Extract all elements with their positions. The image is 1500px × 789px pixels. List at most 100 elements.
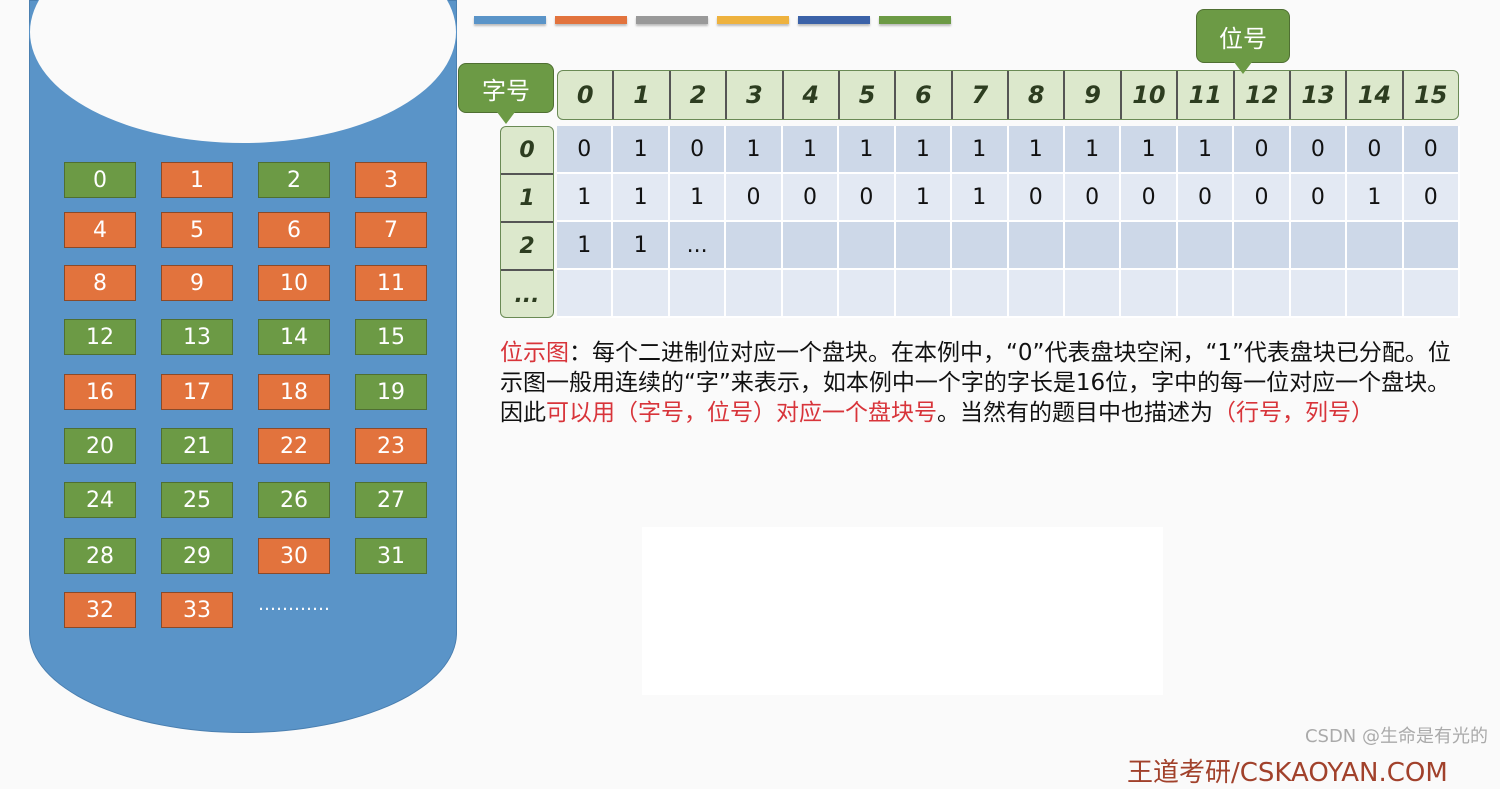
disk-block: 21 bbox=[161, 428, 233, 464]
disk-block: 6 bbox=[258, 212, 330, 248]
disk-block: 8 bbox=[64, 265, 136, 301]
disk-block: 12 bbox=[64, 319, 136, 355]
disk-block: 19 bbox=[355, 374, 427, 410]
bit-cell: 0 bbox=[839, 174, 896, 222]
disk-block: 5 bbox=[161, 212, 233, 248]
bit-cell: 1 bbox=[895, 174, 953, 222]
bit-cell bbox=[895, 270, 953, 318]
bit-header-cell: 2 bbox=[671, 71, 728, 119]
desc-text: ：每个二进制位对应一个盘块。在本例中，“0”代表盘块空闲，“1”代表盘块已分配。… bbox=[500, 340, 1451, 426]
bit-cell: 0 bbox=[1290, 174, 1348, 222]
bit-cell bbox=[726, 222, 783, 270]
bitmap-description: 位示图：每个二进制位对应一个盘块。在本例中，“0”代表盘块空闲，“1”代表盘块已… bbox=[500, 338, 1460, 428]
disk-block: 27 bbox=[355, 482, 427, 518]
legend-bar bbox=[636, 16, 708, 24]
more-blocks-ellipsis: ………… bbox=[258, 594, 330, 615]
bit-cell bbox=[1008, 222, 1065, 270]
legend-bar bbox=[555, 16, 627, 24]
legend-bar bbox=[717, 16, 789, 24]
bit-cell bbox=[1177, 270, 1235, 318]
disk-block: 25 bbox=[161, 482, 233, 518]
disk-block: 29 bbox=[161, 538, 233, 574]
bit-cell bbox=[952, 270, 1009, 318]
disk-block: 14 bbox=[258, 319, 330, 355]
bit-cell: 1 bbox=[557, 222, 614, 270]
bit-cell: 1 bbox=[1064, 126, 1122, 174]
bit-cell: 0 bbox=[1234, 174, 1291, 222]
bit-cell: 0 bbox=[669, 126, 727, 174]
bit-cell bbox=[1347, 222, 1404, 270]
disk-block: 3 bbox=[355, 162, 427, 198]
bit-header-cell: 1 bbox=[614, 71, 671, 119]
bit-cell: 1 bbox=[952, 126, 1009, 174]
bit-cell: 1 bbox=[613, 126, 670, 174]
blank-panel bbox=[642, 527, 1163, 695]
bit-cell: 1 bbox=[669, 174, 727, 222]
disk-block: 18 bbox=[258, 374, 330, 410]
bit-cell: 1 bbox=[613, 222, 670, 270]
disk-block: 33 bbox=[161, 592, 233, 628]
bit-header-cell: 13 bbox=[1291, 71, 1348, 119]
legend-bar bbox=[474, 16, 546, 24]
bit-cell: 0 bbox=[557, 126, 614, 174]
word-number-callout: 字号 bbox=[458, 63, 554, 124]
bit-cell bbox=[1347, 270, 1404, 318]
bit-cell: 1 bbox=[952, 174, 1009, 222]
bit-header-cell: 15 bbox=[1414, 81, 1448, 109]
disk-block: 16 bbox=[64, 374, 136, 410]
bit-cell: 1 bbox=[557, 174, 614, 222]
bit-cell: 1 bbox=[839, 126, 896, 174]
disk-block: 31 bbox=[355, 538, 427, 574]
bit-header-cell: 9 bbox=[1065, 71, 1122, 119]
bit-cell: ... bbox=[669, 222, 727, 270]
bit-cell bbox=[1064, 270, 1122, 318]
bit-cell bbox=[1008, 270, 1065, 318]
bit-header-cell: 14 bbox=[1347, 71, 1404, 119]
bit-header-cell: 10 bbox=[1122, 71, 1179, 119]
disk-block: 7 bbox=[355, 212, 427, 248]
bit-header-cell: 5 bbox=[840, 71, 897, 119]
word-row-label: ... bbox=[514, 282, 540, 308]
bit-cell: 0 bbox=[1008, 174, 1065, 222]
bit-header-cell: 4 bbox=[784, 71, 840, 119]
bit-cell: 1 bbox=[726, 126, 783, 174]
word-row-label: 1 bbox=[501, 175, 553, 223]
bit-cell bbox=[1064, 222, 1122, 270]
bit-cell: 1 bbox=[782, 126, 840, 174]
term: 位示图 bbox=[500, 340, 569, 366]
disk-block: 1 bbox=[161, 162, 233, 198]
disk-block: 11 bbox=[355, 265, 427, 301]
bit-cell: 1 bbox=[1177, 126, 1235, 174]
disk-block: 32 bbox=[64, 592, 136, 628]
bit-cell bbox=[895, 222, 953, 270]
highlight-row-col: （行号，列号） bbox=[1213, 400, 1374, 426]
bit-cell bbox=[1403, 222, 1460, 270]
bit-header-cell: 0 bbox=[558, 71, 615, 119]
disk-block: 17 bbox=[161, 374, 233, 410]
bit-cell: 0 bbox=[1290, 126, 1348, 174]
bit-cell bbox=[669, 270, 727, 318]
disk-block: 28 bbox=[64, 538, 136, 574]
bit-header-cell: 3 bbox=[727, 71, 784, 119]
bit-cell bbox=[1234, 270, 1291, 318]
bit-cell bbox=[839, 222, 896, 270]
bit-cell bbox=[557, 270, 614, 318]
bitmap-row bbox=[557, 270, 1460, 318]
word-row-label: 0 bbox=[501, 127, 553, 175]
brand-footer: 王道考研/CSKAOYAN.COM bbox=[1127, 758, 1448, 788]
bit-cell bbox=[1234, 222, 1291, 270]
bit-header-cell: 12 bbox=[1235, 71, 1291, 119]
bit-cell bbox=[613, 270, 670, 318]
bit-cell: 0 bbox=[726, 174, 783, 222]
disk-block: 23 bbox=[355, 428, 427, 464]
bit-cell bbox=[782, 222, 840, 270]
disk-block: 4 bbox=[64, 212, 136, 248]
bit-cell bbox=[1121, 222, 1178, 270]
bit-cell: 0 bbox=[1403, 174, 1460, 222]
bit-cell: 1 bbox=[1008, 126, 1065, 174]
